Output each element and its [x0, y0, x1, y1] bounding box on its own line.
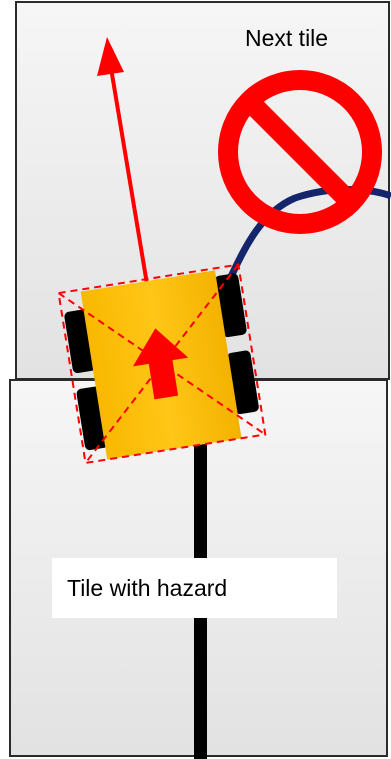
next-tile-label: Next tile	[245, 25, 328, 51]
hazard-tile-label: Tile with hazard	[67, 575, 227, 601]
robot	[59, 265, 266, 463]
